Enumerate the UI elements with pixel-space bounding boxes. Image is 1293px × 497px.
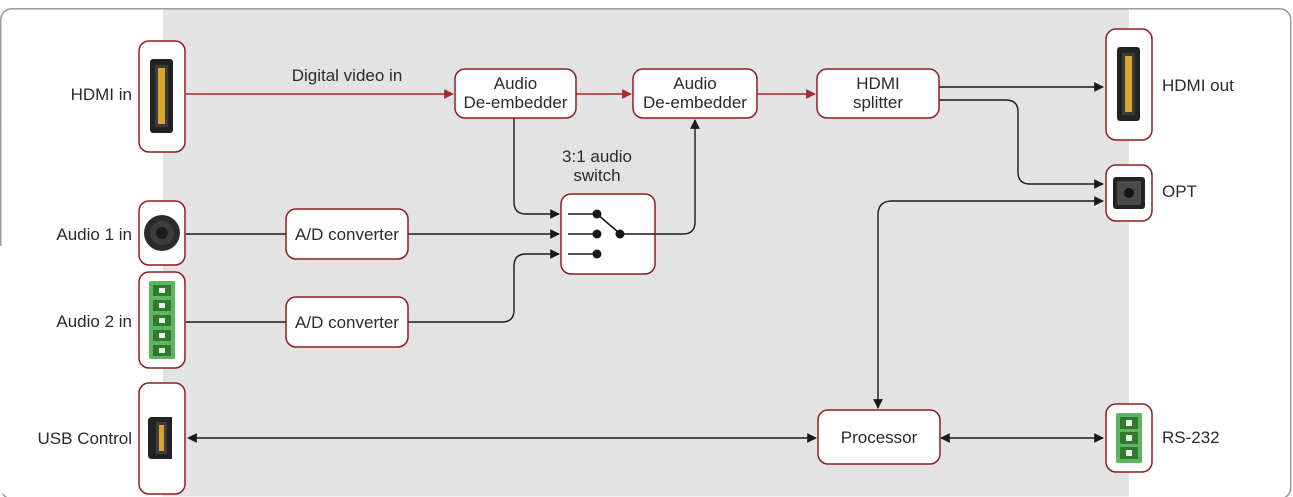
audio2-in-label: Audio 2 in (56, 312, 132, 331)
adc2-block[interactable]: A/D converter (285, 296, 409, 348)
deembedder1-line1: Audio (494, 74, 537, 93)
adc2-label: A/D converter (295, 313, 399, 332)
deembedder2-line1: Audio (673, 74, 716, 93)
audio-switch-caption-line1: 3:1 audio (562, 147, 632, 166)
audio-switch-caption-line2: switch (573, 166, 620, 185)
hdmi-out-port[interactable] (1105, 28, 1153, 141)
hdmi-connector-icon (1117, 47, 1140, 121)
wire-switch-to-deembedder2 (655, 119, 700, 235)
hdmi-connector-icon (150, 59, 173, 133)
adc1-label: A/D converter (295, 225, 399, 244)
wires (186, 82, 1104, 443)
digital-video-in-annotation: Digital video in (292, 66, 403, 85)
hdmi-splitter-line1: HDMI (856, 74, 899, 93)
switch-3-to-1-icon (568, 209, 655, 259)
deembedder2-line2: De-embedder (643, 93, 747, 112)
rs232-port[interactable] (1105, 403, 1153, 473)
wire-processor-to-opt (873, 196, 1104, 409)
usb-control-label: USB Control (38, 429, 132, 448)
wire-adc2-to-switch (408, 249, 560, 323)
opt-port[interactable] (1105, 164, 1153, 222)
processor-label: Processor (841, 428, 918, 447)
deembedder2-block[interactable]: Audio De-embedder (632, 68, 758, 119)
phoenix-terminal-icon (1116, 413, 1142, 463)
processor-block[interactable]: Processor (817, 409, 941, 465)
audio1-in-label: Audio 1 in (56, 225, 132, 244)
usb-mini-b-icon (148, 417, 172, 459)
hdmi-splitter-line2: splitter (853, 93, 903, 112)
adc1-block[interactable]: A/D converter (285, 208, 409, 260)
deembedder1-line2: De-embedder (464, 93, 568, 112)
opt-label: OPT (1162, 182, 1197, 201)
3.5mm-jack-icon (144, 215, 180, 251)
audio2-in-port[interactable] (138, 271, 186, 369)
hdmi-out-label: HDMI out (1162, 76, 1234, 95)
phoenix-terminal-icon (149, 281, 175, 359)
audio1-in-port[interactable] (138, 200, 186, 266)
rs232-label: RS-232 (1162, 428, 1220, 447)
hdmi-splitter-block[interactable]: HDMI splitter (816, 68, 940, 119)
wire-deembedder1-to-switch (513, 118, 560, 219)
hdmi-in-port[interactable] (138, 40, 186, 153)
wire-splitter-to-opt (939, 99, 1104, 189)
hdmi-in-label: HDMI in (71, 85, 132, 104)
audio-switch-block[interactable] (560, 193, 656, 275)
toslink-optical-icon (1113, 177, 1145, 209)
deembedder1-block[interactable]: Audio De-embedder (454, 68, 577, 119)
usb-control-port[interactable] (138, 382, 186, 495)
